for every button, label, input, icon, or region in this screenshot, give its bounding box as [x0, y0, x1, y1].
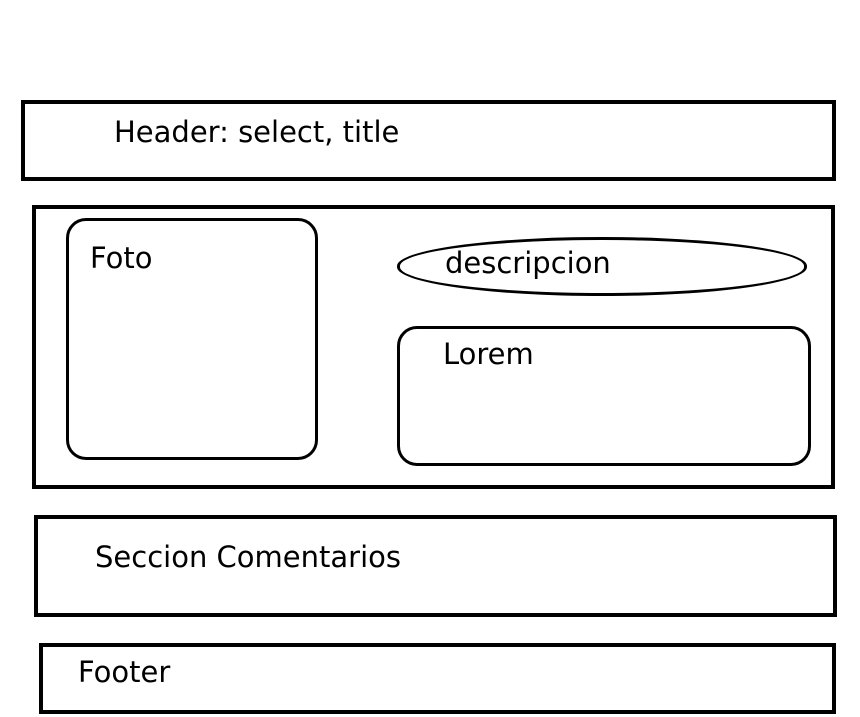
header-section: Header: select, title: [21, 100, 836, 181]
foto-label: Foto: [90, 241, 153, 275]
footer-section: Footer: [39, 643, 836, 714]
descripcion-placeholder: descripcion: [397, 237, 807, 296]
comments-section: Seccion Comentarios: [34, 515, 837, 617]
foto-placeholder: Foto: [66, 218, 318, 460]
comments-label: Seccion Comentarios: [95, 540, 401, 574]
lorem-text-block: Lorem: [397, 326, 811, 466]
header-label: Header: select, title: [114, 115, 400, 149]
descripcion-label: descripcion: [445, 246, 611, 280]
footer-label: Footer: [78, 655, 171, 689]
lorem-label: Lorem: [443, 337, 534, 371]
